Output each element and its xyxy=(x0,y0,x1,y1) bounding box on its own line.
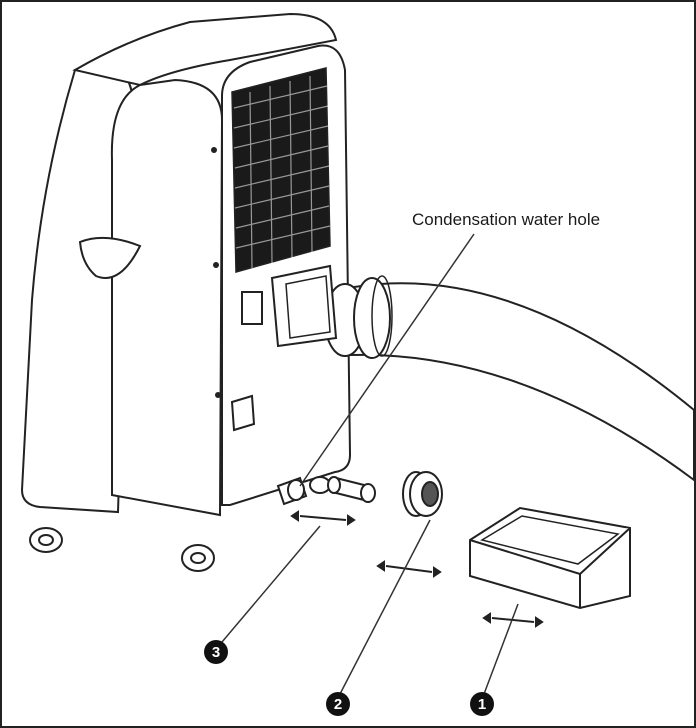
part-number-badge-1: 1 xyxy=(470,692,494,716)
part-number-badge-3: 3 xyxy=(204,640,228,664)
rear-label-plate xyxy=(241,291,263,325)
leader-part-3 xyxy=(221,525,321,643)
direction-arrows xyxy=(290,510,544,628)
leader-part-1 xyxy=(483,603,519,695)
unit-front-panel xyxy=(110,78,224,517)
handle-recess xyxy=(78,236,142,279)
rear-clip xyxy=(230,394,256,432)
casters xyxy=(29,476,331,572)
screw-1 xyxy=(211,147,217,153)
part-number-badge-2: 2 xyxy=(326,692,350,716)
leader-part-2 xyxy=(339,519,431,695)
exhaust-hose xyxy=(270,264,695,482)
part-1-window-tray xyxy=(469,506,631,610)
screw-2 xyxy=(213,262,219,268)
part-2-rubber-cap xyxy=(402,471,443,517)
leader-condensation-hole xyxy=(299,233,475,487)
screw-3 xyxy=(215,392,221,398)
condensation-hole-label: Condensation water hole xyxy=(412,210,601,229)
unit-top xyxy=(72,12,338,87)
rear-grille xyxy=(231,67,331,273)
leader-lines xyxy=(221,233,519,695)
part-3-drain-plug xyxy=(327,476,376,503)
